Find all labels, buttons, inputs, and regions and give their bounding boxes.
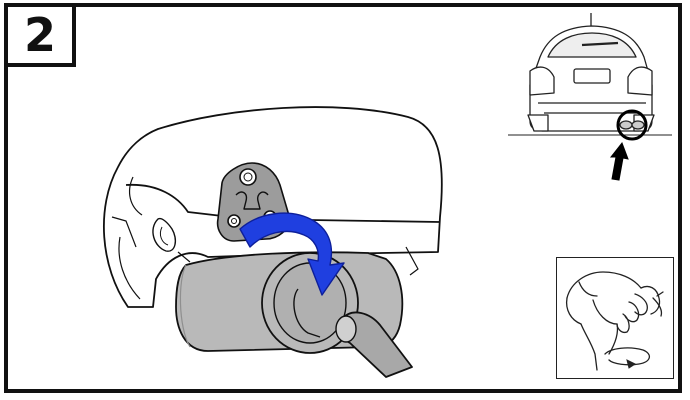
hand-twist-icon <box>557 258 673 378</box>
car-rear-icon <box>508 13 672 135</box>
muffler <box>176 252 412 377</box>
step-number: 2 <box>24 12 56 58</box>
arrow-up-icon <box>611 143 628 180</box>
hand-twist-inset <box>556 257 674 379</box>
step-number-box: 2 <box>8 7 76 67</box>
instruction-panel: 2 <box>4 3 682 393</box>
